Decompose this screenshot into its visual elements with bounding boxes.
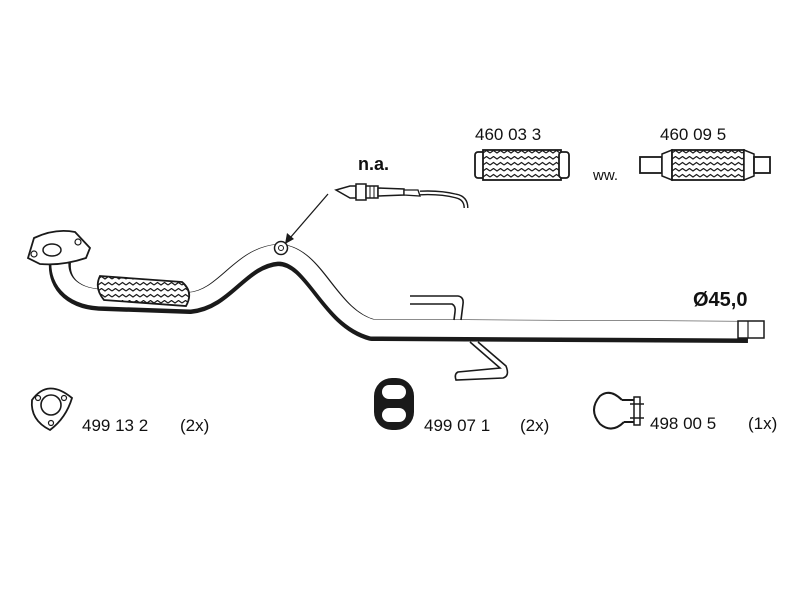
part-number-flex-long: 460 09 5	[660, 125, 726, 144]
part-number-mount: 499 07 1	[424, 416, 490, 435]
pipe-body-inner	[51, 244, 749, 339]
part-number-clamp: 498 00 5	[650, 414, 716, 433]
rubber-mount-icon	[374, 378, 414, 430]
inline-flex-section	[96, 275, 191, 307]
quantity-mount: (2x)	[520, 416, 549, 435]
quantity-clamp: (1x)	[748, 414, 777, 433]
sensor-arrow-head	[285, 233, 294, 244]
hanger-bracket-lower	[454, 341, 509, 381]
sensor-note-label: n.a.	[358, 154, 389, 174]
part-number-gasket: 499 13 2	[82, 416, 148, 435]
quantity-gasket: (2x)	[180, 416, 209, 435]
sensor-leader-line	[289, 193, 329, 239]
flex-pipe-icon	[474, 149, 570, 181]
hanger-bracket-upper	[410, 295, 464, 321]
inlet-flange	[26, 229, 92, 266]
pipe-end-reducer	[737, 320, 765, 339]
exhaust-pipe-icon	[26, 229, 765, 381]
flex-pipe-with-ends-icon	[639, 148, 771, 182]
pipe-clamp-icon	[593, 391, 644, 430]
flange-gasket-icon	[30, 387, 74, 432]
oxygen-sensor-icon	[334, 183, 469, 209]
diameter-label: Ø45,0	[693, 289, 747, 311]
part-number-flex-short: 460 03 3	[475, 125, 541, 144]
alternative-marker: ww.	[592, 167, 618, 184]
sensor-boss	[273, 240, 289, 256]
